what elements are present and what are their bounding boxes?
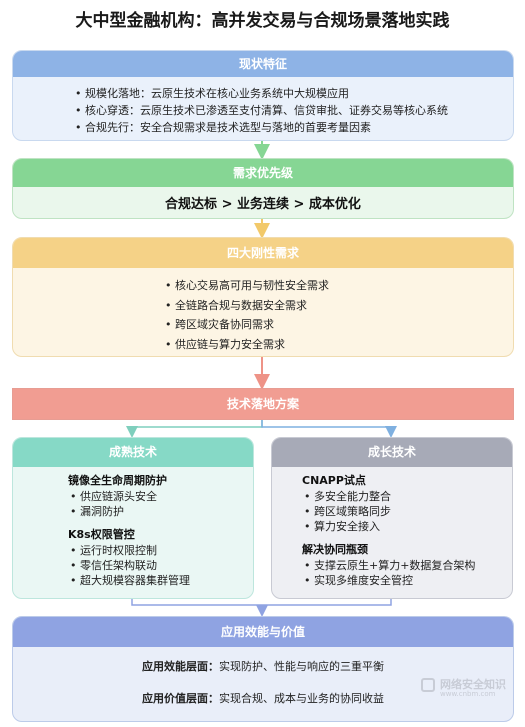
value-box: 应用效能与价值 应用效能层面：实现防护、性能与响应的三重平衡 应用价值层面：实现… — [12, 616, 514, 722]
growth-section-title: 解决协同瓶颈 — [302, 543, 368, 556]
list-item: 算力安全接入 — [302, 519, 512, 534]
current-features-header: 现状特征 — [13, 51, 513, 77]
value-row-label: 应用效能层面： — [142, 660, 219, 673]
current-features-box: 现状特征 规模化落地：云原生技术在核心业务系统中大规模应用 核心穿透：云原生技术… — [12, 50, 514, 141]
solution-header: 技术落地方案 — [226, 397, 299, 411]
list-item: 漏洞防护 — [68, 504, 253, 519]
list-item: 供应链源头安全 — [68, 489, 253, 504]
solution-box: 技术落地方案 — [12, 388, 514, 420]
list-item: 核心穿透：云原生技术已渗透至支付清算、信贷审批、证券交易等核心系统 — [73, 102, 513, 119]
watermark-url: www.cnbm.com — [440, 690, 496, 698]
mature-section-list: 供应链源头安全 漏洞防护 — [68, 489, 253, 519]
value-row-text: 实现防护、性能与响应的三重平衡 — [219, 660, 384, 673]
rigid-needs-box: 四大刚性需求 核心交易高可用与韧性安全需求 全链路合规与数据安全需求 跨区域灾备… — [12, 237, 514, 357]
mature-section-title: K8s权限管控 — [68, 528, 135, 541]
shield-icon — [421, 678, 435, 692]
priority-box: 需求优先级 合规达标 > 业务连续 > 成本优化 — [12, 158, 514, 219]
list-item: 支撑云原生+算力+数据复合架构 — [302, 558, 512, 573]
arrow-solution-to-mature — [126, 419, 263, 438]
arrow-solution-to-growth — [261, 419, 397, 438]
list-item: 实现多维度安全管控 — [302, 573, 512, 588]
priority-text: 合规达标 > 业务连续 > 成本优化 — [165, 197, 361, 212]
list-item: 超大规模容器集群管理 — [68, 573, 253, 588]
mature-section-title: 镜像全生命周期防护 — [68, 474, 167, 487]
growth-tech-header: 成长技术 — [272, 438, 512, 467]
current-features-list: 规模化落地：云原生技术在核心业务系统中大规模应用 核心穿透：云原生技术已渗透至支… — [73, 85, 513, 136]
list-item: 供应链与算力安全需求 — [163, 335, 513, 355]
value-header: 应用效能与价值 — [13, 617, 513, 647]
mature-tech-header: 成熟技术 — [13, 438, 253, 467]
arrow-growth-to-value — [262, 599, 392, 606]
list-item: 跨区域灾备协同需求 — [163, 315, 513, 335]
value-row-label: 应用价值层面： — [142, 692, 219, 705]
growth-tech-box: 成长技术 CNAPP试点 多安全能力整合 跨区域策略同步 算力安全接入 解决协同… — [271, 437, 513, 599]
priority-header: 需求优先级 — [13, 159, 513, 187]
list-item: 跨区域策略同步 — [302, 504, 512, 519]
rigid-needs-list: 核心交易高可用与韧性安全需求 全链路合规与数据安全需求 跨区域灾备协同需求 供应… — [163, 276, 513, 354]
page-title: 大中型金融机构：高并发交易与合规场景落地实践 — [75, 11, 450, 31]
list-item: 全链路合规与数据安全需求 — [163, 296, 513, 316]
arrow-mature-to-value — [131, 599, 262, 606]
list-item: 运行时权限控制 — [68, 543, 253, 558]
growth-section-list: 支撑云原生+算力+数据复合架构 实现多维度安全管控 — [302, 558, 512, 588]
list-item: 规模化落地：云原生技术在核心业务系统中大规模应用 — [73, 85, 513, 102]
list-item: 合规先行：安全合规需求是技术选型与落地的首要考量因素 — [73, 119, 513, 136]
list-item: 多安全能力整合 — [302, 489, 512, 504]
mature-tech-box: 成熟技术 镜像全生命周期防护 供应链源头安全 漏洞防护 K8s权限管控 运行时权… — [12, 437, 254, 599]
growth-section-title: CNAPP试点 — [302, 474, 366, 487]
list-item: 核心交易高可用与韧性安全需求 — [163, 276, 513, 296]
growth-section-list: 多安全能力整合 跨区域策略同步 算力安全接入 — [302, 489, 512, 534]
watermark: 网络安全知识 www.cnbm.com — [418, 673, 522, 703]
value-row-text: 实现合规、成本与业务的协同收益 — [219, 692, 384, 705]
rigid-needs-header: 四大刚性需求 — [13, 238, 513, 268]
list-item: 零信任架构联动 — [68, 558, 253, 573]
value-row: 应用效能层面：实现防护、性能与响应的三重平衡 — [13, 659, 513, 675]
watermark-text: 网络安全知识 — [440, 678, 506, 691]
value-row: 应用价值层面：实现合规、成本与业务的协同收益 — [13, 691, 513, 707]
mature-section-list: 运行时权限控制 零信任架构联动 超大规模容器集群管理 — [68, 543, 253, 588]
